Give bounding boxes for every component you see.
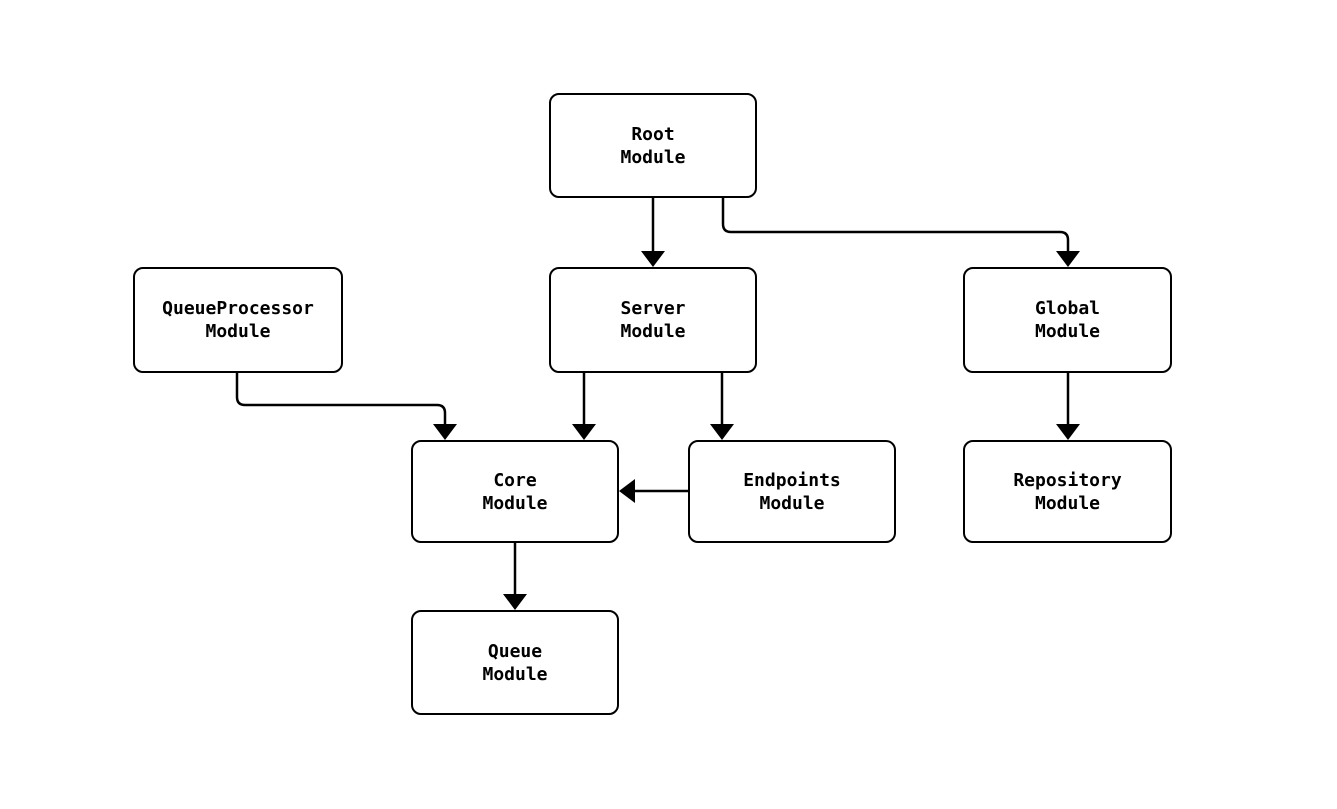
node-core-module: Core Module <box>411 440 619 543</box>
node-global-module: Global Module <box>963 267 1172 373</box>
node-label: Root <box>631 123 675 145</box>
node-label: Module <box>620 146 686 168</box>
node-queueprocessor-module: QueueProcessor Module <box>133 267 343 373</box>
node-label: Module <box>759 492 825 514</box>
node-label: Module <box>1034 492 1101 514</box>
node-label: Module <box>205 321 271 342</box>
node-queue-module: Queue Module <box>411 610 619 715</box>
node-label: QueueProcessor <box>162 298 314 319</box>
node-label: Repository <box>1013 469 1122 491</box>
node-label: Server <box>620 298 686 319</box>
node-label: Global <box>1034 298 1101 319</box>
node-label: Module <box>482 492 548 514</box>
node-server-module: Server Module <box>549 267 757 373</box>
node-label: Module <box>1034 321 1101 342</box>
node-label: Queue <box>487 640 543 662</box>
node-endpoints-module: Endpoints Module <box>688 440 896 543</box>
node-label: Endpoints <box>743 469 841 491</box>
edge-root-to-global <box>721 198 1080 267</box>
edge-queueprocessor-to-core <box>235 373 457 440</box>
edge-global-to-repository <box>1056 373 1080 440</box>
node-repository-module: Repository Module <box>963 440 1172 543</box>
edge-root-to-server <box>641 198 665 267</box>
node-label: Module <box>620 321 686 342</box>
edge-server-to-core <box>572 373 596 440</box>
edge-server-to-endpoints <box>710 373 734 440</box>
node-label: Module <box>482 663 548 685</box>
edge-endpoints-to-core <box>619 479 688 503</box>
node-root-module: Root Module <box>549 93 757 198</box>
node-label: Core <box>493 469 537 491</box>
edge-core-to-queue <box>503 543 527 610</box>
